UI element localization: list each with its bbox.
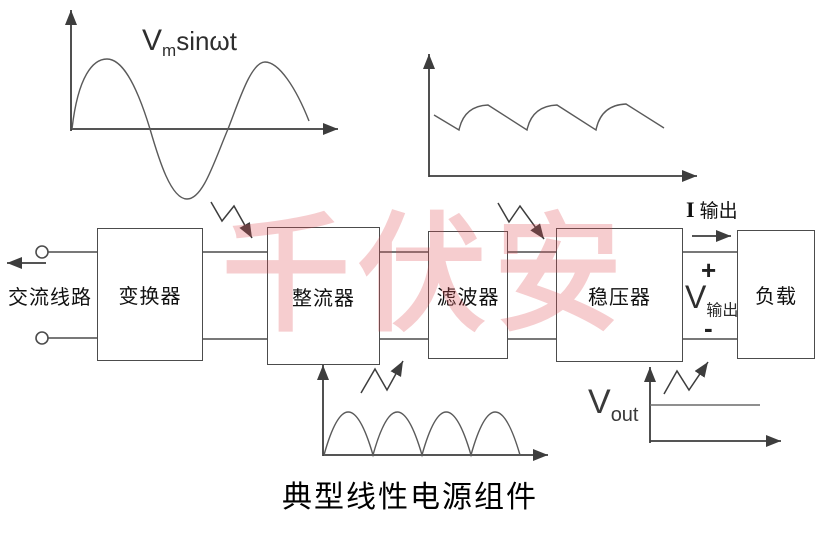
block-load-label: 负载 <box>755 286 797 308</box>
block-rectifier: 整流器 <box>267 227 380 365</box>
sine-callout-arrow <box>210 201 253 239</box>
ac-waveform-formula-label: Vmsinωt <box>142 24 237 61</box>
vout-callout-arrow <box>663 361 709 395</box>
rectified-callout-arrow <box>360 360 404 394</box>
ac-waveform-symbol: V <box>142 24 163 57</box>
rectified-waveform <box>323 411 521 458</box>
block-load: 负载 <box>737 230 815 359</box>
ripple-waveform <box>433 103 665 132</box>
callout-arrows <box>210 201 709 395</box>
ac-waveform-subscript: m <box>162 41 177 61</box>
output-voltage-label: V输出 <box>685 281 738 319</box>
vout-subscript: out <box>610 403 639 426</box>
diagram-title: 典型线性电源组件 <box>282 481 538 514</box>
ac-sine-waveform <box>71 58 310 200</box>
ac-input-terminals <box>35 245 97 345</box>
rectified-graph-axes <box>317 365 548 461</box>
block-transformer: 变换器 <box>97 228 203 361</box>
block-regulator-label: 稳压器 <box>588 286 651 309</box>
ripple-graph-axes <box>423 54 697 182</box>
ac-sine-graph-axes <box>65 10 338 135</box>
ac-line-label: 交流线路 <box>8 287 92 309</box>
output-minus-sign: - <box>704 313 713 343</box>
ripple-callout-arrow <box>497 202 545 240</box>
output-current-text: 输出 <box>699 201 738 222</box>
block-filter: 滤波器 <box>428 231 508 359</box>
ac-waveform-suffix: sinωt <box>176 26 237 56</box>
output-voltage-subscript: 输出 <box>706 302 739 320</box>
block-rectifier-label: 整流器 <box>292 287 355 310</box>
output-plus-sign: + <box>701 255 717 285</box>
vout-graph-label: Vout <box>588 385 639 425</box>
block-transformer-label: 变换器 <box>118 286 182 308</box>
vout-symbol: V <box>588 383 611 421</box>
output-voltage-symbol: V <box>685 279 707 315</box>
output-current-symbol: I <box>686 197 695 222</box>
interconnect-wires <box>201 251 737 340</box>
block-filter-label: 滤波器 <box>436 286 500 309</box>
block-regulator: 稳压器 <box>556 228 683 362</box>
